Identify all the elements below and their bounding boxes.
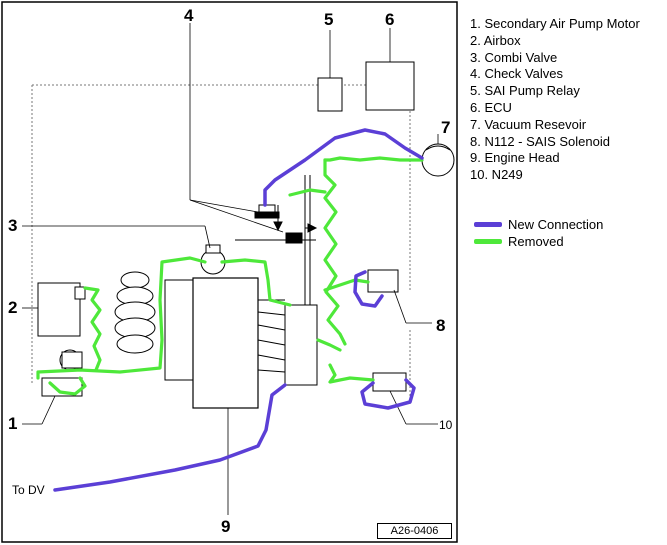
exhaust-runners xyxy=(257,299,286,373)
key-removed: Removed xyxy=(474,233,664,250)
n249-shape xyxy=(372,372,407,392)
legend-item: 10. N249 xyxy=(470,167,523,183)
callout-5: 5 xyxy=(324,10,334,29)
callout-7: 7 xyxy=(441,118,451,137)
legend-item: 6. ECU xyxy=(470,99,512,115)
n112-solenoid-shape xyxy=(367,269,399,293)
combi-valve-shape xyxy=(200,244,226,275)
removed-swatch xyxy=(474,239,502,244)
callout-6: 6 xyxy=(385,10,395,29)
callout-9: 9 xyxy=(221,517,231,536)
legend-item: 7. Vacuum Resevoir xyxy=(470,116,587,132)
exhaust-block xyxy=(284,304,318,386)
callout-1: 1 xyxy=(8,414,18,433)
callout-2: 2 xyxy=(8,298,18,317)
callout-10: 10 xyxy=(439,418,453,432)
intake-manifold xyxy=(164,279,196,381)
removed-label: Removed xyxy=(508,234,564,249)
callout-4: 4 xyxy=(184,6,194,25)
engine-diagram: 4 5 6 7 3 2 8 1 10 9 To DV A26-0406 xyxy=(1,1,458,543)
new-connection-label: New Connection xyxy=(508,217,604,232)
callout-8: 8 xyxy=(436,316,446,335)
figure-id-box: A26-0406 xyxy=(377,523,452,539)
component-legend: 1. Secondary Air Pump Motor 2. Airbox 3.… xyxy=(470,16,667,184)
legend-list: 1. Secondary Air Pump Motor 2. Airbox 3.… xyxy=(470,16,667,184)
leader-lines xyxy=(22,23,439,515)
diagram-frame xyxy=(1,1,458,543)
check-valves-shape xyxy=(235,204,318,244)
line-key: New Connection Removed xyxy=(474,216,664,250)
legend-item: 5. SAI Pump Relay xyxy=(470,83,580,99)
new-connection-swatch xyxy=(474,222,502,227)
ecu-box xyxy=(365,61,415,111)
airbox-shape xyxy=(37,282,81,337)
legend-item: 9. Engine Head xyxy=(470,150,560,166)
intake-bellows xyxy=(114,271,156,354)
engine-head-shape xyxy=(192,277,259,409)
legend-item: 4. Check Valves xyxy=(470,66,563,82)
vacuum-reservoir-shape xyxy=(421,143,455,177)
removed-hoses xyxy=(36,156,424,396)
legend-item: 1. Secondary Air Pump Motor xyxy=(470,16,640,31)
callout-3: 3 xyxy=(8,216,18,235)
legend-item: 3. Combi Valve xyxy=(470,49,558,65)
key-new-connection: New Connection xyxy=(474,216,664,233)
diagram-drawing xyxy=(1,1,458,543)
sai-pump-relay-box xyxy=(317,77,343,112)
to-dv-label: To DV xyxy=(12,483,45,497)
new-connection-hoses xyxy=(53,128,424,492)
legend-item: 2. Airbox xyxy=(470,32,521,48)
legend-item: 8. N112 - SAIS Solenoid xyxy=(470,133,610,149)
